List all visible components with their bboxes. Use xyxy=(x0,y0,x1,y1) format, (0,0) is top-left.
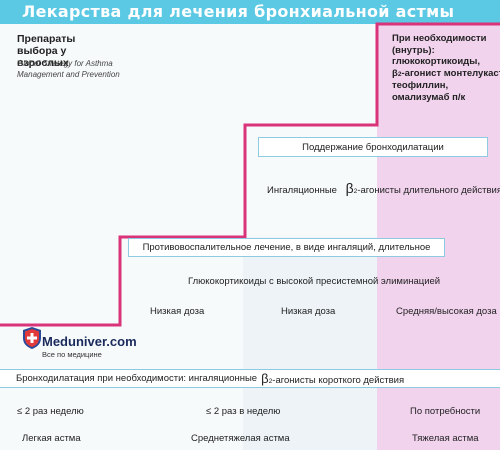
moderate-zone xyxy=(243,237,377,450)
ics-text: Глюкокортикоиды с высокой пресистемной э… xyxy=(188,276,441,287)
dose-moderate: Низкая доза xyxy=(281,306,336,317)
medical-shield-icon xyxy=(23,327,41,349)
frequency-mild: ≤ 2 раз неделю xyxy=(17,406,84,417)
dose-severe: Средняя/высокая доза xyxy=(396,306,497,317)
source-subtitle: Global Strategy for Asthma Management an… xyxy=(17,59,120,79)
page-title: Лекарства для лечения бронхиальной астмы xyxy=(22,2,455,21)
saba-box: Бронходилатация при необходимости: ингал… xyxy=(0,369,500,388)
anti-inflammatory-box: Противовоспалительное лечение, в виде ин… xyxy=(128,238,445,257)
severity-mild: Легкая астма xyxy=(22,433,81,444)
maintenance-bronchodilation-box: Поддержание бронходилатации xyxy=(258,137,488,157)
dose-mild: Низкая доза xyxy=(150,306,205,317)
logo-name: Meduniver.com xyxy=(42,334,137,349)
title-banner xyxy=(0,0,500,24)
logo-tagline: Все по медицине xyxy=(42,350,102,359)
severity-moderate: Среднетяжелая астма xyxy=(191,433,290,444)
severe-addon-note: При необходимости (внутрь): глюкокортико… xyxy=(392,33,500,103)
frequency-severe: По потребности xyxy=(410,406,481,417)
severity-severe: Тяжелая астма xyxy=(412,433,479,444)
frequency-moderate: ≤ 2 раз в неделю xyxy=(206,406,281,417)
source-title: Препараты выбора у взрослых xyxy=(17,33,76,69)
